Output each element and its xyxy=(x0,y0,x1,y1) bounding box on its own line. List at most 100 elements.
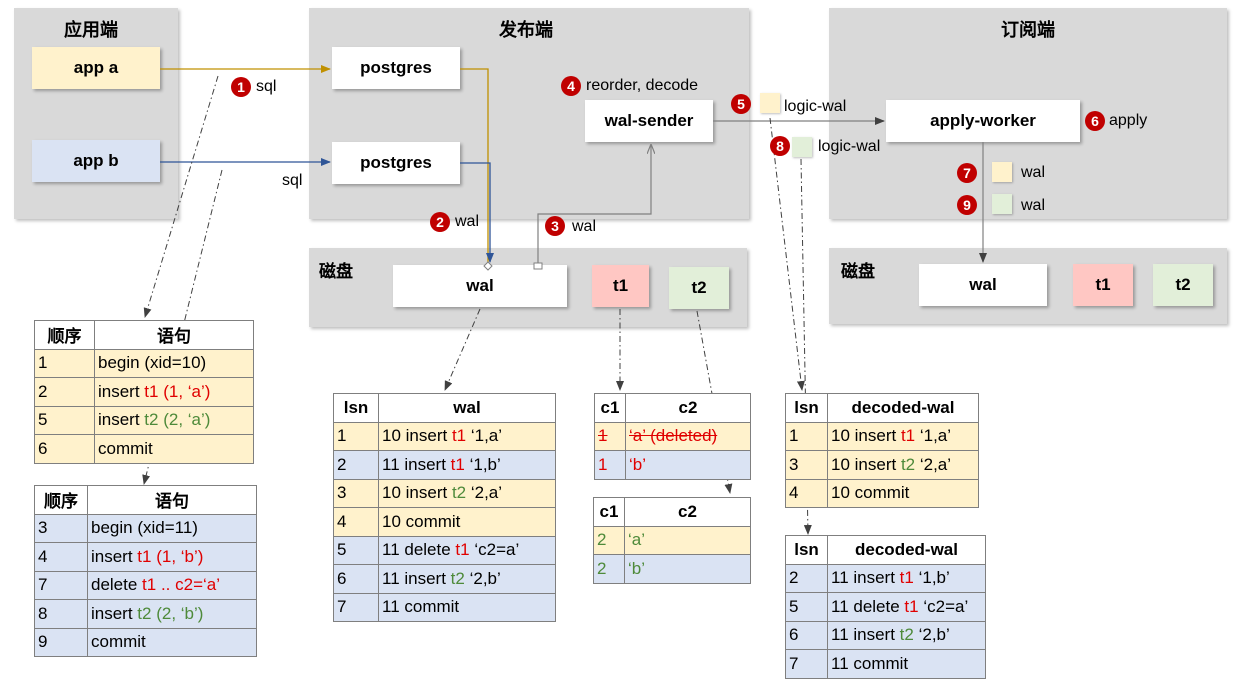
publisher-t1-box: t1 xyxy=(592,265,649,307)
statement-value-text: ‘1,b’ xyxy=(913,568,950,588)
wal-sender-box: wal-sender xyxy=(585,100,713,142)
table-name-text: t1 xyxy=(899,568,914,588)
statement-value-text: ‘c2=a’ xyxy=(469,540,520,560)
t2-table: c1 c2 2 ‘a’ 2 ‘b’ xyxy=(593,497,751,584)
subscriber-t1-box: t1 xyxy=(1073,264,1133,306)
row-statement-cell: 10 commit xyxy=(827,478,979,508)
row-index-cell: 6 xyxy=(333,564,379,594)
app-a-box: app a xyxy=(32,47,160,89)
dash-logicwal-dec1 xyxy=(769,117,805,391)
step-5-wal-chip xyxy=(760,93,780,113)
table-row: 2 ‘b’ xyxy=(593,554,751,584)
statement-text: insert xyxy=(98,410,145,430)
statement-value-text: ‘2,a’ xyxy=(466,483,503,503)
t1-c1-cell: 1 xyxy=(594,450,626,480)
dash-app-a-table xyxy=(143,75,219,318)
app-side-title: 应用端 xyxy=(64,20,118,40)
table-name-text: t2 xyxy=(450,568,465,588)
header-cell: 顺序 xyxy=(34,320,95,350)
header-cell: 语句 xyxy=(87,485,257,515)
table-row: 2 ‘a’ xyxy=(593,525,751,555)
statement-text: 11 insert xyxy=(382,454,451,474)
table-name-text: t1 xyxy=(451,426,467,446)
row-index-cell: 6 xyxy=(34,434,95,464)
row-statement-cell: 10 insert t2 ‘2,a’ xyxy=(827,450,979,480)
row-statement-cell: 11 insert t1 ‘1,b’ xyxy=(378,450,556,480)
statement-value-text: ‘2,a’ xyxy=(915,454,952,474)
statement-text: begin (xid=11) xyxy=(91,518,198,538)
step-9-label: wal xyxy=(1021,197,1046,214)
row-statement-cell: commit xyxy=(87,627,257,657)
statement-text: 11 commit xyxy=(831,653,909,673)
row-statement-cell: insert t2 (2, ‘b’) xyxy=(87,599,257,629)
row-index-cell: 4 xyxy=(333,507,379,537)
header-cell: wal xyxy=(378,393,556,423)
step-7-marker: 7 xyxy=(957,163,977,183)
header-cell: decoded-wal xyxy=(827,393,979,423)
row-index-cell: 3 xyxy=(785,450,828,480)
statement-value-text: ‘c2=a’ xyxy=(918,596,969,616)
statement-text: 11 insert xyxy=(831,625,900,645)
row-statement-cell: 11 insert t1 ‘1,b’ xyxy=(827,563,986,593)
row-statement-cell: insert t1 (1, ‘b’) xyxy=(87,542,257,572)
row-statement-cell: 10 insert t2 ‘2,a’ xyxy=(378,478,556,508)
table-name-text: t1 xyxy=(900,426,916,446)
arrow-postgres1-wal xyxy=(460,68,489,262)
row-index-cell: 2 xyxy=(333,450,379,480)
t1-c2-cell: ‘b’ xyxy=(625,450,751,480)
row-index-cell: 4 xyxy=(785,478,828,508)
row-index-cell: 3 xyxy=(333,478,379,508)
statement-text: 10 insert xyxy=(382,426,452,446)
arrow-wal-walsender xyxy=(537,145,651,265)
postgres-box-1: postgres xyxy=(332,47,460,89)
step-7-wal-chip xyxy=(992,162,1012,182)
t1-c1-cell: 1 xyxy=(594,421,626,451)
row-statement-cell: 11 delete t1 ‘c2=a’ xyxy=(378,535,556,565)
row-index-cell: 7 xyxy=(34,570,88,600)
row-index-cell: 8 xyxy=(34,599,88,629)
step-8-label: logic-wal xyxy=(818,138,881,155)
row-statement-cell: 11 commit xyxy=(378,592,556,622)
subscriber-title: 订阅端 xyxy=(1001,20,1055,40)
statement-text: 11 delete xyxy=(382,540,456,560)
row-index-cell: 2 xyxy=(785,563,828,593)
row-statement-cell: begin (xid=10) xyxy=(94,348,254,378)
statement-text: commit xyxy=(98,438,153,458)
row-statement-cell: insert t2 (2, ‘a’) xyxy=(94,405,254,435)
row-index-cell: 5 xyxy=(34,405,95,435)
header-cell: 顺序 xyxy=(34,485,88,515)
statement-text: delete xyxy=(91,575,143,595)
row-index-cell: 5 xyxy=(333,535,379,565)
statement-text: 10 commit xyxy=(382,511,461,531)
row-index-cell: 4 xyxy=(34,542,88,572)
step-3-label: wal xyxy=(572,218,597,235)
statement-text: 10 insert xyxy=(831,426,901,446)
app-b-box: app b xyxy=(32,140,160,182)
publisher-disk-title: 磁盘 xyxy=(319,262,353,281)
table-name-text: t2 (2, ‘a’) xyxy=(144,410,211,430)
step-8-marker: 8 xyxy=(770,136,790,156)
row-index-cell: 1 xyxy=(34,348,95,378)
step-8-wal-chip xyxy=(792,137,812,157)
row-statement-cell: 11 insert t2 ‘2,b’ xyxy=(827,620,986,650)
header-cell: lsn xyxy=(785,535,828,565)
row-statement-cell: insert t1 (1, ‘a’) xyxy=(94,377,254,407)
statement-text: insert xyxy=(91,546,138,566)
step-6-marker: 6 xyxy=(1085,111,1105,131)
step-1b-label: sql xyxy=(282,172,303,189)
